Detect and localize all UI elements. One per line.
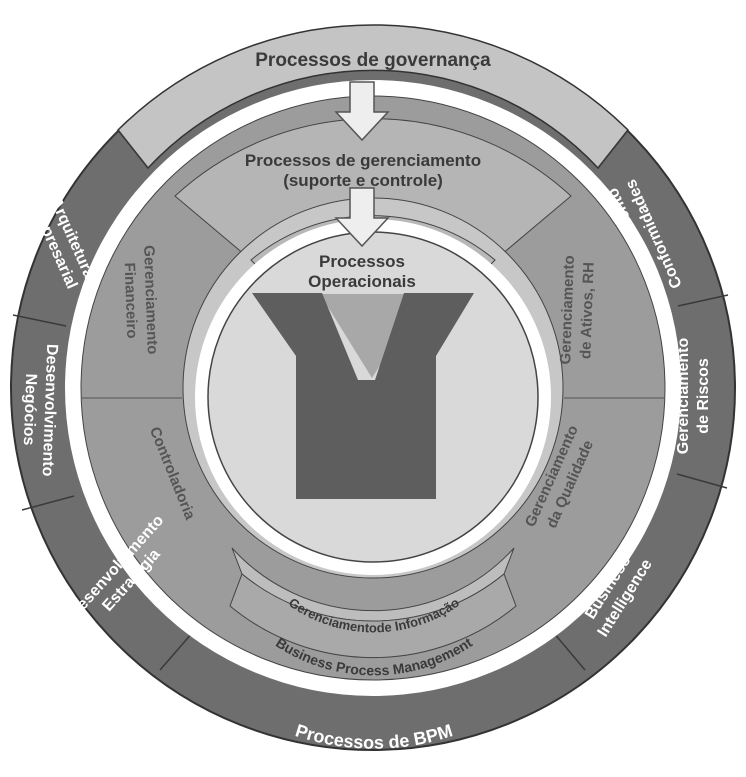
governance-label: Processos de governança [255, 50, 491, 71]
svg-text:Gerenciamento: Gerenciamento [557, 255, 578, 365]
svg-text:Negócios: Negócios [20, 373, 40, 446]
arrow-down-icon [334, 187, 390, 248]
core-title-line1: Processos [319, 252, 405, 271]
core-title-line2: Operacionais [308, 272, 416, 291]
arrow-down-icon [334, 81, 390, 142]
bpm-band [229, 573, 517, 658]
label-ativos-rh: Gerenciamento de Ativos, RH [557, 255, 598, 365]
svg-text:de Riscos: de Riscos [695, 358, 712, 434]
label-desenv-negocios: Desenvolvimento Negócios [20, 344, 61, 477]
management-label-line1: Processos de gerenciamento [245, 151, 481, 170]
svg-text:Financeiro: Financeiro [121, 262, 141, 338]
v-shape [252, 293, 474, 499]
svg-text:Desenvolvimento: Desenvolvimento [39, 344, 61, 477]
svg-text:de Ativos, RH: de Ativos, RH [577, 262, 597, 360]
outer-dividers [12, 129, 729, 671]
label-financeiro: Gerenciamento Financeiro [121, 245, 161, 355]
label-riscos: Gerenciamento de Riscos [675, 338, 712, 455]
management-label-line2: (suporte e controle) [283, 171, 443, 190]
svg-text:Gerenciamento: Gerenciamento [140, 245, 161, 355]
svg-text:Gerenciamento: Gerenciamento [675, 338, 692, 455]
